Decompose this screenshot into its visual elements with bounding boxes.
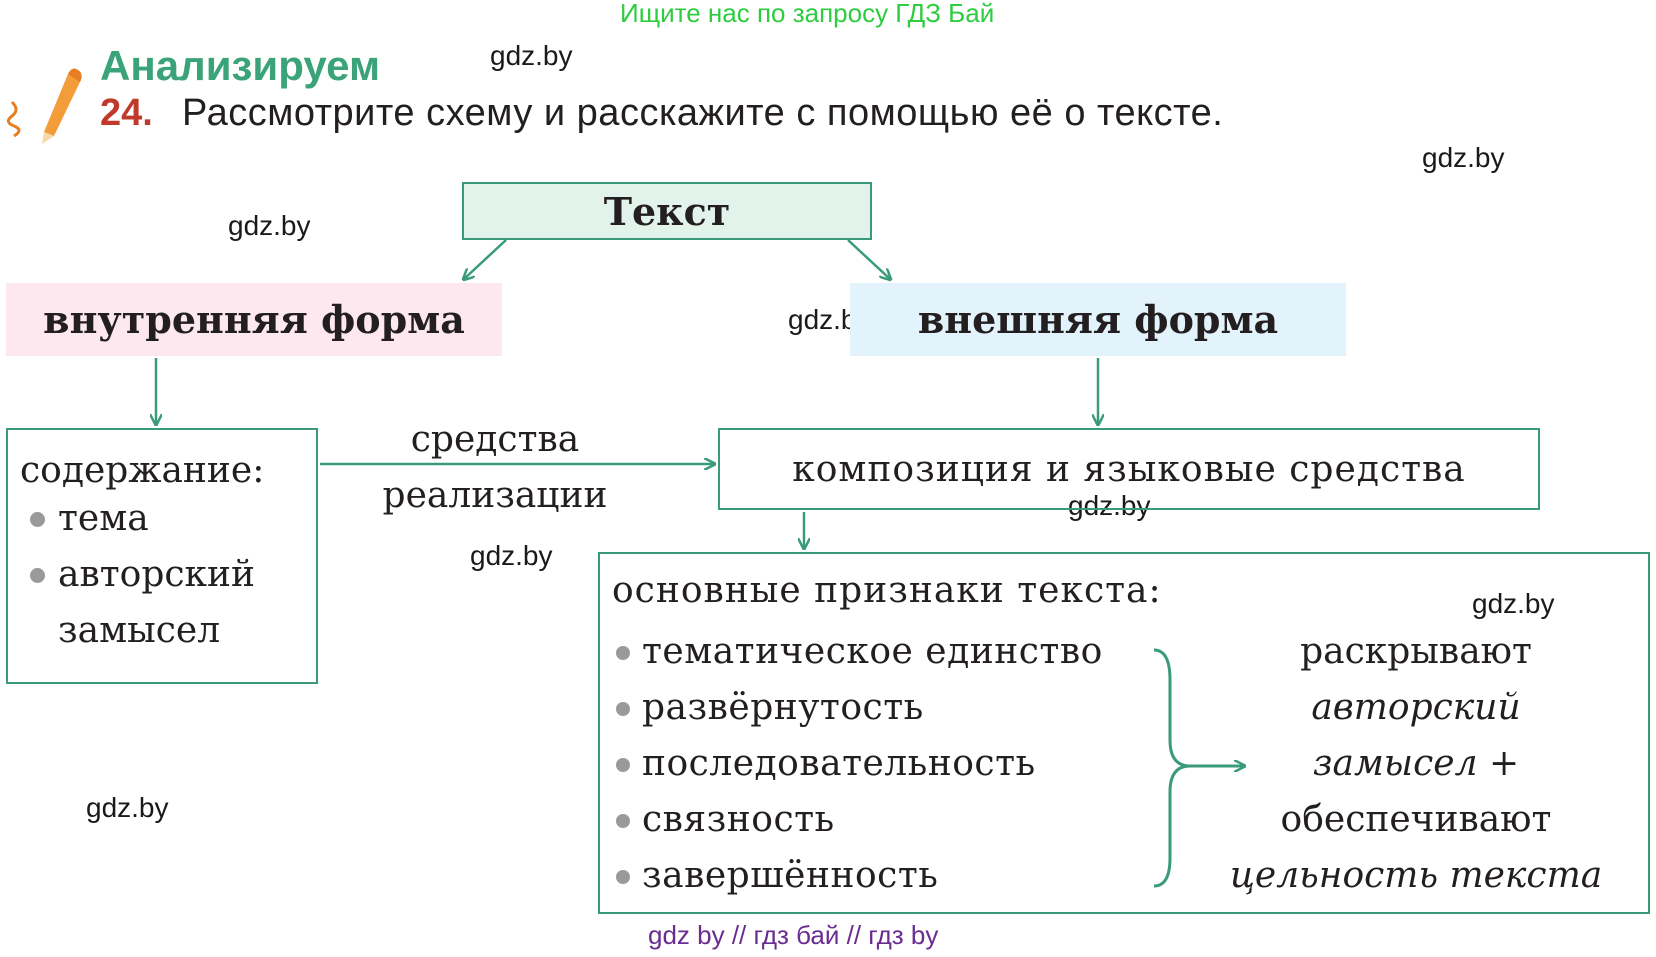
root-label: Текст (603, 188, 731, 234)
watermark: gdz.by (490, 40, 573, 71)
result-line: цельность текста (1229, 855, 1603, 896)
inner-form-box: внутренняя форма (6, 283, 502, 356)
signs-list: тематическое единство развёрнутость посл… (612, 624, 1103, 904)
means-label: средства реализации (382, 419, 608, 516)
bullet-icon (616, 702, 630, 716)
root-box: Текст (462, 182, 872, 240)
watermark: gdz.by (86, 792, 169, 823)
list-item: тематическое единство (612, 624, 1103, 680)
list-item-continuation: замысел (58, 610, 221, 651)
composition-box: композиция и языковые средства (718, 428, 1540, 510)
list-item: завершённость (612, 848, 1103, 904)
bullet-icon (616, 758, 630, 772)
section-title: Анализируем (100, 42, 381, 89)
watermark: gdz.by (1068, 490, 1151, 521)
footer-text: gdz by // гдз бай // гдз by (648, 920, 939, 950)
task-number: 24. (100, 92, 153, 134)
list-item: авторский (20, 547, 304, 603)
list-item: связность (612, 792, 1103, 848)
watermark: gdz.by (470, 540, 553, 571)
composition-label: композиция и языковые средства (792, 448, 1466, 490)
list-item: последовательность (612, 736, 1103, 792)
result-line: замысел + (1312, 743, 1520, 784)
bullet-icon (30, 512, 45, 527)
watermark: gdz.by (1422, 142, 1505, 173)
watermark: gdz.by (228, 210, 311, 241)
result-line: обеспечивают (1280, 799, 1552, 840)
bullet-icon (616, 870, 630, 884)
outer-form-box: внешняя форма (850, 283, 1346, 356)
task-text: Рассмотрите схему и расскажите с помощью… (182, 92, 1224, 134)
signs-box (598, 552, 1650, 914)
result-line: раскрывают (1300, 631, 1532, 672)
top-banner: Ищите нас по запросу ГДЗ Бай (620, 0, 995, 28)
bullet-icon (30, 568, 45, 583)
pencil-icon (7, 68, 82, 144)
list-item: развёрнутость (612, 680, 1103, 736)
content-box: содержание: тема авторский замысел (6, 428, 318, 684)
bullet-icon (616, 646, 630, 660)
list-item: тема (20, 491, 304, 547)
outer-form-label: внешняя форма (917, 297, 1279, 342)
watermark: gdz.by (1472, 588, 1555, 619)
signs-heading: основные признаки текста: (612, 570, 1162, 611)
inner-form-label: внутренняя форма (43, 297, 465, 342)
result-line: авторский (1311, 687, 1521, 728)
content-heading: содержание: (20, 450, 265, 491)
bullet-icon (616, 814, 630, 828)
result-text: раскрывают авторский замысел + обеспечив… (1206, 624, 1626, 904)
